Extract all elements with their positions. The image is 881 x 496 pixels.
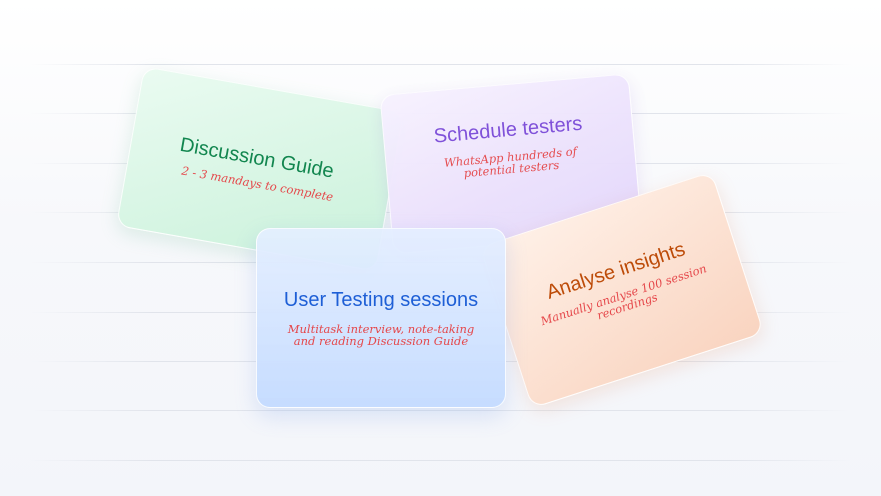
card-subtitle: Multitask interview, note-taking and rea… (287, 321, 475, 348)
card-subtitle: WhatsApp hundreds of potential testers (443, 144, 578, 181)
card-title: Schedule testers (432, 112, 584, 148)
user-testing-card: User Testing sessions Multitask intervie… (256, 228, 506, 408)
guide-line (30, 410, 851, 411)
guide-line (30, 460, 851, 461)
guide-line (30, 64, 851, 65)
card-title: User Testing sessions (283, 288, 479, 311)
